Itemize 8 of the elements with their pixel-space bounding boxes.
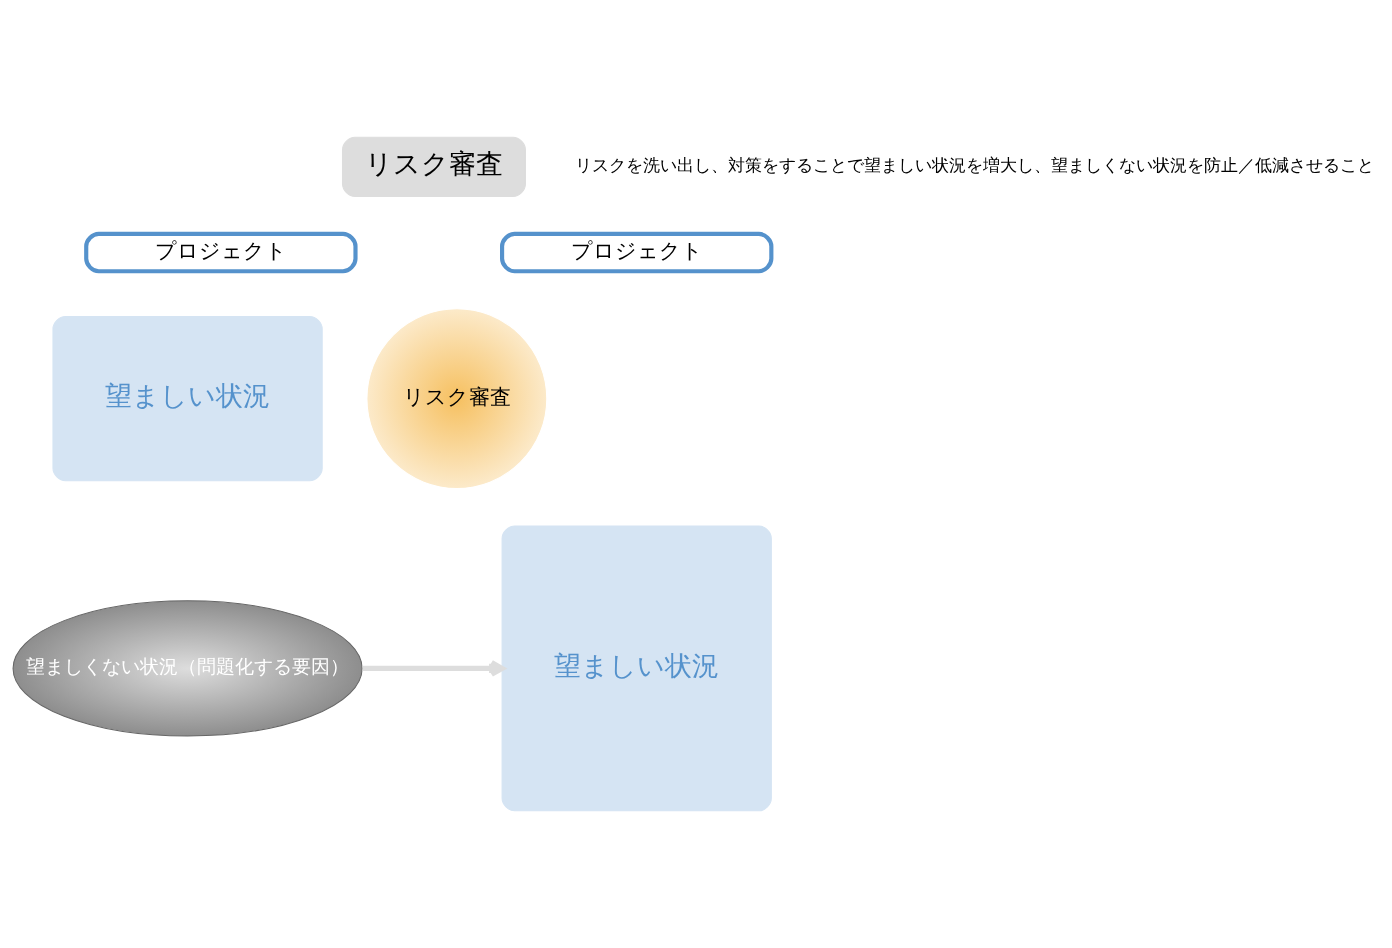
node-label: リスクを洗い出し、対策をすることで望ましい状況を増大し、望ましくない状況を防止／低減させること — [575, 155, 1375, 175]
node-box: リスク審査 — [341, 136, 526, 197]
node-circle: リスク審査 — [366, 308, 548, 490]
node-box: 望ましい状況 — [501, 525, 772, 812]
node-box: 望ましい状況 — [52, 316, 323, 482]
arrow — [362, 659, 505, 677]
node-box: プロジェクト — [500, 231, 774, 274]
node-box: プロジェクト — [84, 231, 358, 274]
